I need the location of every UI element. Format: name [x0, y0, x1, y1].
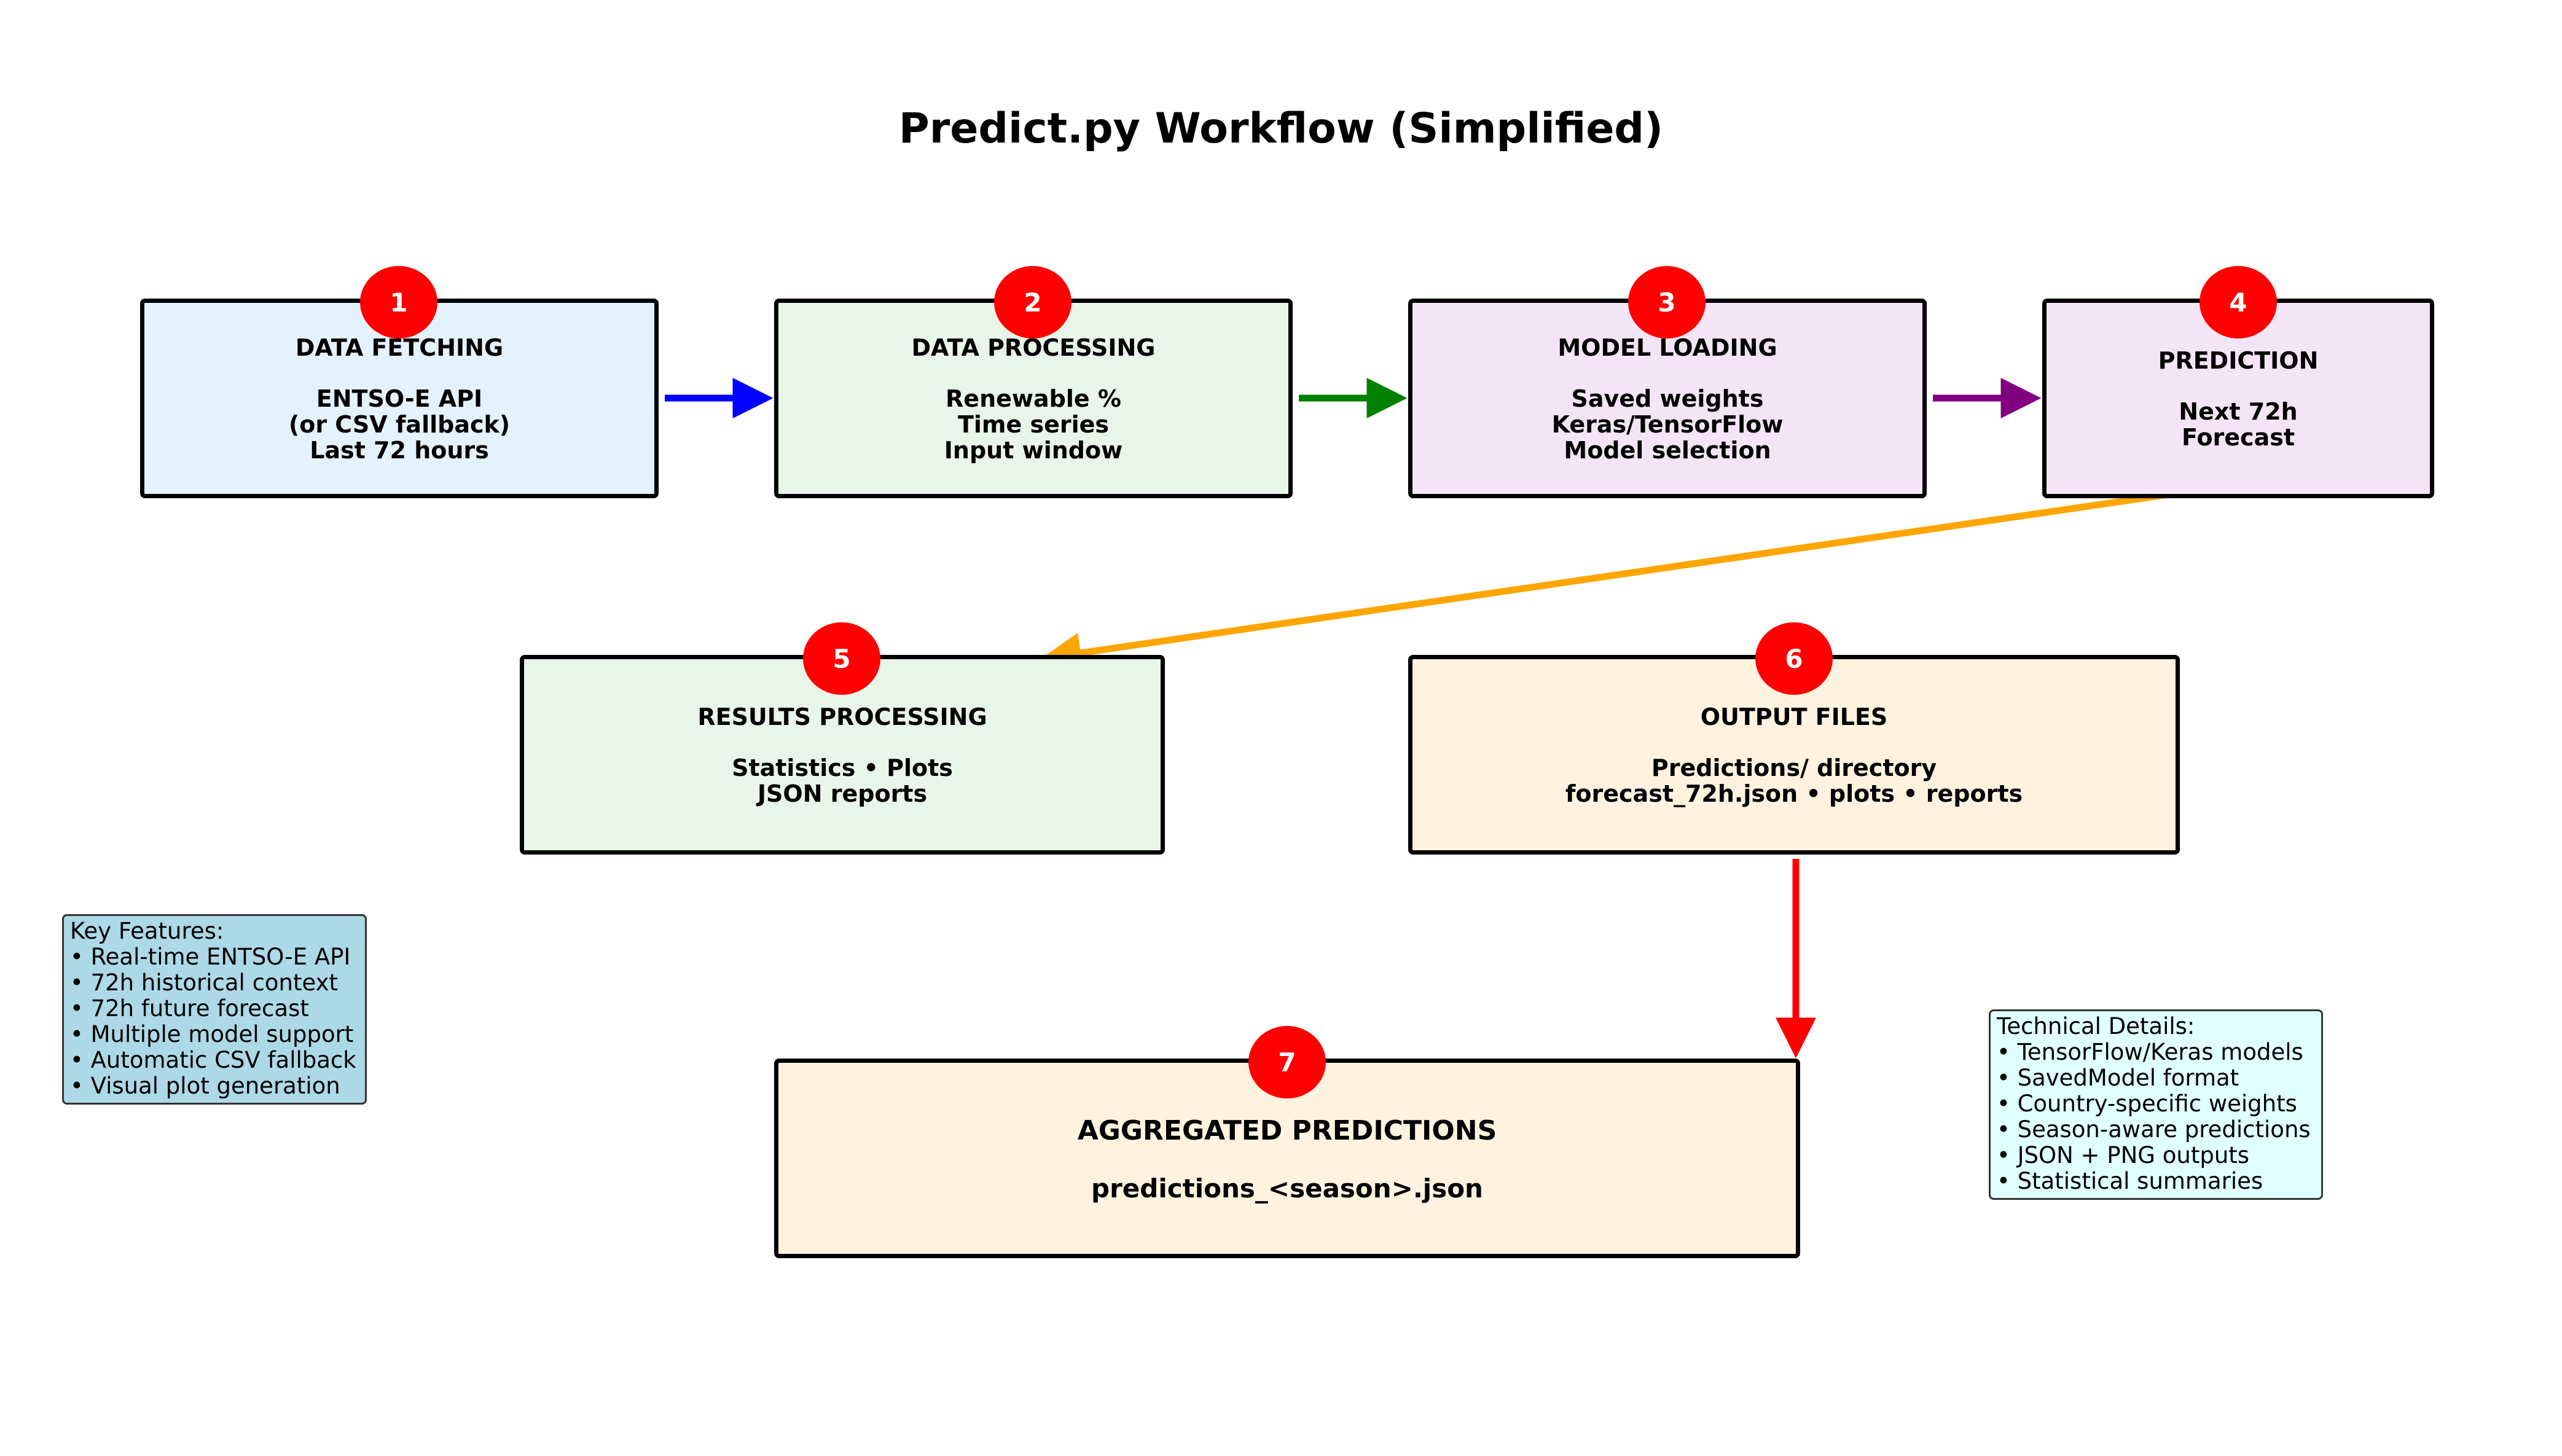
- note-title: Technical Details:: [1997, 1013, 2195, 1039]
- technical-details-note: Technical Details: • TensorFlow/Keras mo…: [1989, 1009, 2323, 1200]
- note-item: • Country-specific weights: [1997, 1090, 2297, 1117]
- step-line: Last 72 hours: [310, 436, 489, 464]
- step-line: forecast_72h.json • plots • reports: [1565, 780, 2023, 807]
- step-number-badge: 6: [1755, 622, 1833, 695]
- note-item: • JSON + PNG outputs: [1997, 1142, 2250, 1168]
- step-line: Time series: [957, 410, 1110, 438]
- step-line: Model selection: [1564, 436, 1771, 464]
- step-heading: OUTPUT FILES: [1700, 703, 1888, 730]
- note-item: • Real-time ENTSO-E API: [70, 944, 351, 970]
- step-number-badge: 5: [803, 622, 880, 695]
- step-data-processing-box: DATA PROCESSING Renewable % Time series …: [774, 299, 1293, 498]
- step-number-badge: 1: [360, 266, 437, 339]
- step-line: ENTSO-E API: [316, 385, 483, 412]
- step-heading: RESULTS PROCESSING: [697, 703, 987, 730]
- note-item: • Multiple model support: [70, 1021, 354, 1047]
- step-line: (or CSV fallback): [288, 410, 511, 438]
- diagram-title: Predict.py Workflow (Simplified): [898, 104, 1664, 153]
- note-item: • Season-aware predictions: [1997, 1116, 2311, 1143]
- note-item: • 72h future forecast: [70, 995, 309, 1022]
- step-line: Input window: [944, 436, 1123, 464]
- step-line: Saved weights: [1571, 385, 1764, 412]
- key-features-note: Key Features: • Real-time ENTSO-E API • …: [62, 914, 367, 1105]
- arrow-4-to-5: [1040, 491, 2164, 673]
- note-item: • 72h historical context: [70, 969, 339, 996]
- step-line: JSON reports: [757, 780, 928, 807]
- step-line: Predictions/ directory: [1651, 754, 1937, 781]
- step-number-badge: 4: [2200, 266, 2277, 339]
- note-item: • SavedModel format: [1997, 1065, 2239, 1091]
- step-line: predictions_<season>.json: [1091, 1173, 1483, 1204]
- note-item: • Visual plot generation: [70, 1073, 340, 1099]
- step-line: Forecast: [2182, 423, 2295, 451]
- step-heading: PREDICTION: [2158, 346, 2319, 374]
- step-number-badge: 3: [1628, 266, 1706, 339]
- step-number-badge: 7: [1248, 1026, 1326, 1098]
- step-line: Statistics • Plots: [732, 754, 953, 781]
- step-line: Renewable %: [946, 385, 1121, 412]
- note-item: • Automatic CSV fallback: [70, 1047, 356, 1073]
- step-line: Next 72h: [2179, 397, 2298, 425]
- note-item: • TensorFlow/Keras models: [1997, 1039, 2303, 1065]
- step-line: Keras/TensorFlow: [1551, 410, 1784, 438]
- step-heading: AGGREGATED PREDICTIONS: [1077, 1114, 1497, 1146]
- step-model-loading-box: MODEL LOADING Saved weights Keras/Tensor…: [1408, 299, 1927, 498]
- step-number-badge: 2: [994, 266, 1071, 339]
- note-title: Key Features:: [70, 918, 224, 944]
- note-item: • Statistical summaries: [1997, 1168, 2263, 1194]
